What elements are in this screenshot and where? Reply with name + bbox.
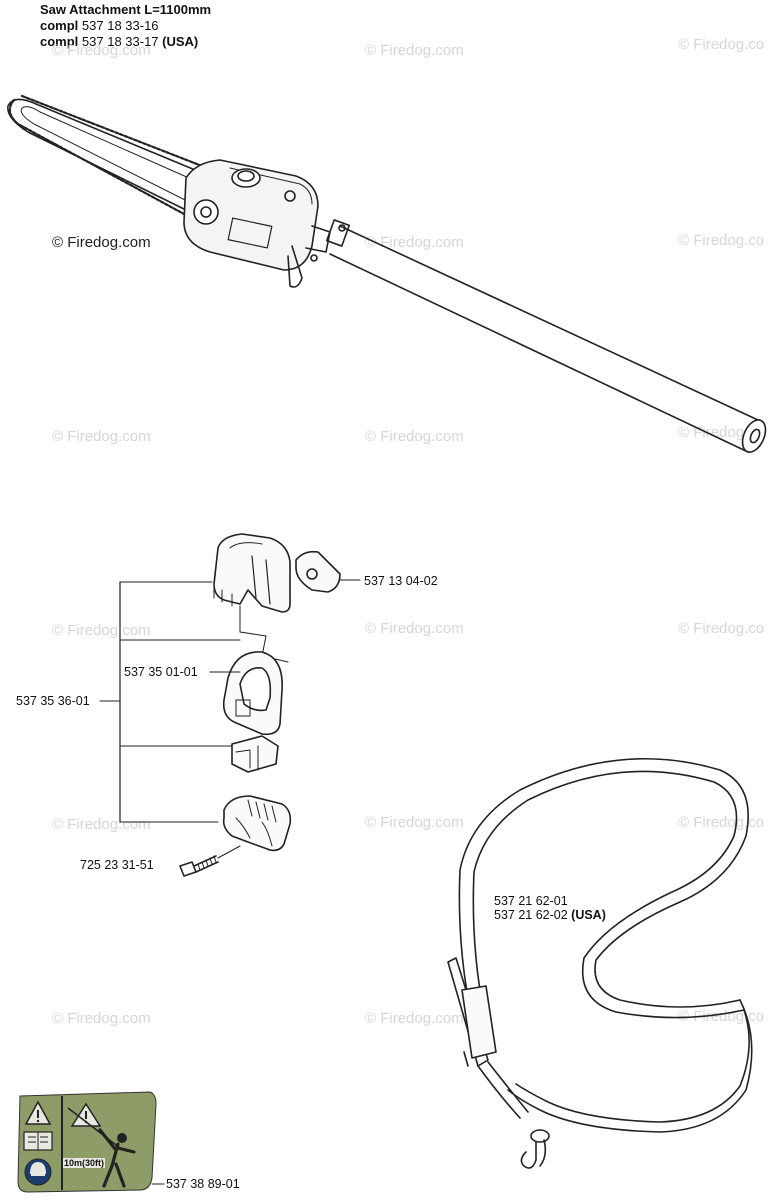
watermark: © Firedog.com [52, 1010, 151, 1027]
watermark: © Firedog.com [52, 622, 151, 639]
part-label-cap: 537 13 04-02 [364, 574, 438, 588]
part-label-strap-1: 537 21 62-01 [494, 894, 568, 908]
part-label-clip: 537 35 01-01 [124, 665, 198, 679]
usa-label-1: (USA) [162, 34, 199, 49]
compl-label-1: compl [40, 18, 79, 33]
watermark: © Firedog.co [678, 814, 765, 831]
part-number-1: 537 18 33-16 [78, 18, 159, 33]
part-label-holder-assembly: 537 35 36-01 [16, 694, 90, 708]
watermark: © Firedog.com [365, 1010, 464, 1027]
part-number-line-2: compl 537 18 33-17 (USA) [40, 34, 211, 50]
watermark: © Firedog.com [365, 814, 464, 831]
watermark-dark: © Firedog.com [52, 234, 151, 251]
part-label-screw: 725 23 31-51 [80, 858, 154, 872]
header-block: Saw Attachment L=1100mm compl 537 18 33-… [40, 2, 211, 50]
watermark: © Firedog.com [365, 234, 464, 251]
compl-label-2: compl [40, 34, 79, 49]
part-label-decal: 537 38 89-01 [166, 1177, 240, 1191]
saw-attachment-illustration [7, 94, 767, 453]
watermark: © Firedog.co [678, 36, 765, 53]
part-number-line-1: compl 537 18 33-16 [40, 18, 211, 34]
part-number-strap-2: 537 21 62-02 [494, 908, 572, 922]
watermark: © Firedog.com [52, 42, 151, 59]
watermark: © Firedog.com [52, 428, 151, 445]
watermark: © Firedog.com [365, 42, 464, 59]
watermark: © Firedog.co [678, 620, 765, 637]
watermark: © Firedog.co [678, 232, 765, 249]
watermark: © Firedog.com [52, 816, 151, 833]
harness-strap-illustration [447, 758, 753, 1169]
decal-distance-text: 10m(30ft) [63, 1158, 106, 1168]
warning-decal-illustration [17, 1091, 157, 1193]
holder-assembly-illustration [99, 533, 361, 877]
part-number-2: 537 18 33-17 [78, 34, 163, 49]
watermark: © Firedog.com [365, 428, 464, 445]
usa-label-2: (USA) [571, 908, 606, 922]
watermark: © Firedog.co [678, 1008, 765, 1025]
watermark: © Firedog.com [365, 620, 464, 637]
page-title: Saw Attachment L=1100mm [40, 2, 212, 17]
part-label-strap-2: 537 21 62-02 (USA) [494, 908, 606, 922]
